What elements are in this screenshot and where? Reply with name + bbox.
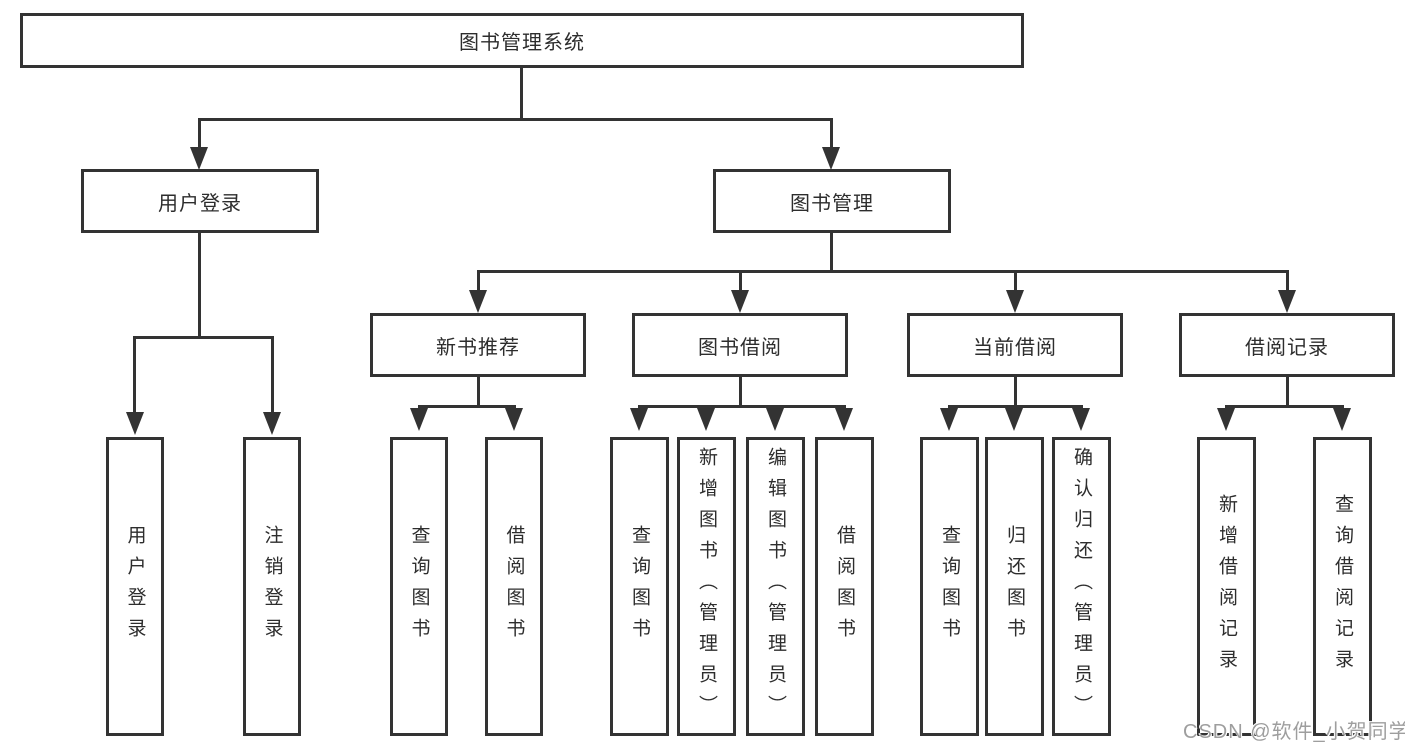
arrow-to-borrow-record — [1278, 290, 1296, 313]
connector-level3-stem-2 — [739, 270, 742, 290]
leaf-user-login-label: 用户登录 — [124, 524, 146, 649]
leaf-query-book-3: 查询图书 — [920, 437, 979, 736]
connector-user-login-bar — [134, 336, 274, 339]
leaf-borrow-book-2-label: 借阅图书 — [834, 524, 855, 649]
node-current-borrow: 当前借阅 — [907, 313, 1123, 377]
arrow-to-leaf-add-book — [697, 408, 715, 431]
arrow-to-leaf-borrow-book-2 — [835, 408, 853, 431]
node-root-label: 图书管理系统 — [459, 32, 585, 54]
connector-current-borrow-stem — [1014, 377, 1017, 405]
node-user-login-label: 用户登录 — [158, 192, 242, 215]
arrow-to-book-management — [822, 147, 840, 170]
arrow-to-user-login — [190, 147, 208, 170]
leaf-edit-book-admin: 编辑图书（管理员） — [746, 437, 805, 736]
node-book-borrow: 图书借阅 — [632, 313, 848, 377]
node-book-borrow-label: 图书借阅 — [698, 336, 782, 359]
node-user-login: 用户登录 — [81, 169, 319, 233]
leaf-borrow-book-1: 借阅图书 — [485, 437, 543, 736]
node-borrow-record-label: 借阅记录 — [1245, 336, 1329, 359]
leaf-query-borrow-record-label: 查询借阅记录 — [1332, 493, 1353, 680]
leaf-query-book-1-label: 查询图书 — [408, 524, 430, 649]
leaf-logout-label: 注销登录 — [261, 524, 283, 649]
connector-user-login-leaf2-stem — [271, 336, 274, 413]
connector-book-borrow-stem — [739, 377, 742, 405]
arrow-to-new-book-recommend — [469, 290, 487, 313]
leaf-edit-book-admin-label: 编辑图书（管理员） — [765, 447, 786, 726]
leaf-query-book-2: 查询图书 — [610, 437, 669, 736]
node-borrow-record: 借阅记录 — [1179, 313, 1395, 377]
connector-borrow-record-stem — [1286, 377, 1289, 405]
arrow-to-book-borrow — [731, 290, 749, 313]
arrow-to-leaf-return-book — [1005, 408, 1023, 431]
arrow-to-leaf-add-record — [1217, 408, 1235, 431]
arrow-to-leaf-query-record — [1333, 408, 1351, 431]
leaf-return-book: 归还图书 — [985, 437, 1044, 736]
node-current-borrow-label: 当前借阅 — [973, 336, 1057, 359]
arrow-to-current-borrow — [1006, 290, 1024, 313]
connector-user-login-leaf1-stem — [133, 336, 136, 413]
leaf-add-book-admin-label: 新增图书（管理员） — [696, 447, 717, 726]
leaf-query-borrow-record: 查询借阅记录 — [1313, 437, 1372, 736]
leaf-borrow-book-1-label: 借阅图书 — [503, 524, 525, 649]
connector-level3-stem-1 — [477, 270, 480, 290]
connector-book-borrow-bar — [638, 405, 846, 408]
arrow-to-leaf-query-book-2 — [630, 408, 648, 431]
leaf-add-borrow-record-label: 新增借阅记录 — [1216, 493, 1237, 680]
arrow-to-leaf-user-login — [126, 412, 144, 435]
connector-level3-stem-3 — [1014, 270, 1017, 290]
leaf-user-login: 用户登录 — [106, 437, 164, 736]
node-book-management-label: 图书管理 — [790, 192, 874, 215]
arrow-to-leaf-edit-book — [766, 408, 784, 431]
leaf-confirm-return-admin: 确认归还（管理员） — [1052, 437, 1111, 736]
connector-new-book-bar — [418, 405, 516, 408]
arrow-to-leaf-confirm-return — [1072, 408, 1090, 431]
connector-borrow-record-bar — [1225, 405, 1344, 408]
connector-user-login-stem — [198, 233, 201, 336]
leaf-confirm-return-admin-label: 确认归还（管理员） — [1071, 447, 1092, 726]
arrow-to-leaf-borrow-book-1 — [505, 408, 523, 431]
leaf-query-book-1: 查询图书 — [390, 437, 448, 736]
leaf-add-book-admin: 新增图书（管理员） — [677, 437, 736, 736]
leaf-add-borrow-record: 新增借阅记录 — [1197, 437, 1256, 736]
csdn-watermark: CSDN @软件_小贺同学 — [1183, 721, 1405, 743]
node-root: 图书管理系统 — [20, 13, 1024, 68]
leaf-return-book-label: 归还图书 — [1004, 524, 1025, 649]
leaf-query-book-3-label: 查询图书 — [939, 524, 960, 649]
node-book-management: 图书管理 — [713, 169, 951, 233]
connector-new-book-stem — [477, 377, 480, 405]
arrow-to-leaf-query-book-1 — [410, 408, 428, 431]
arrow-to-leaf-logout — [263, 412, 281, 435]
node-new-book-recommend: 新书推荐 — [370, 313, 586, 377]
node-new-book-recommend-label: 新书推荐 — [436, 336, 520, 359]
connector-level3-bar — [477, 270, 1288, 273]
connector-level2-right-stem — [830, 118, 833, 147]
leaf-query-book-2-label: 查询图书 — [629, 524, 650, 649]
arrow-to-leaf-query-book-3 — [940, 408, 958, 431]
connector-level2-bar — [199, 118, 833, 121]
connector-root-stem — [520, 68, 523, 118]
connector-book-management-stem — [830, 233, 833, 270]
connector-current-borrow-bar — [948, 405, 1083, 408]
connector-level2-left-stem — [198, 118, 201, 147]
leaf-borrow-book-2: 借阅图书 — [815, 437, 874, 736]
connector-level3-stem-4 — [1286, 270, 1289, 290]
leaf-logout: 注销登录 — [243, 437, 301, 736]
